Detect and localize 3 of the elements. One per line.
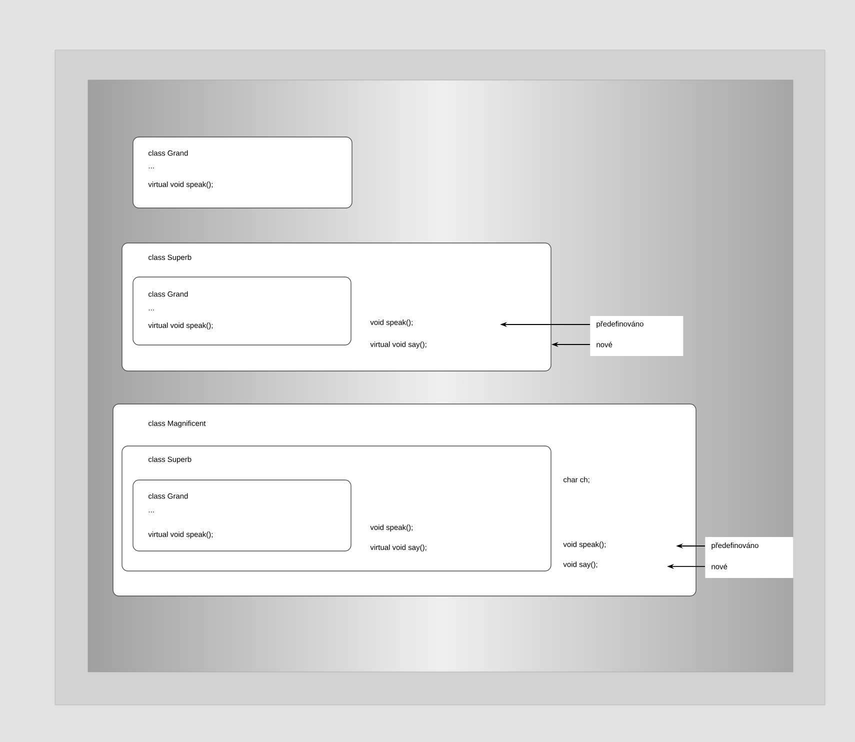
class-box — [132, 276, 352, 346]
class-box — [132, 480, 352, 552]
class-box — [132, 136, 352, 208]
